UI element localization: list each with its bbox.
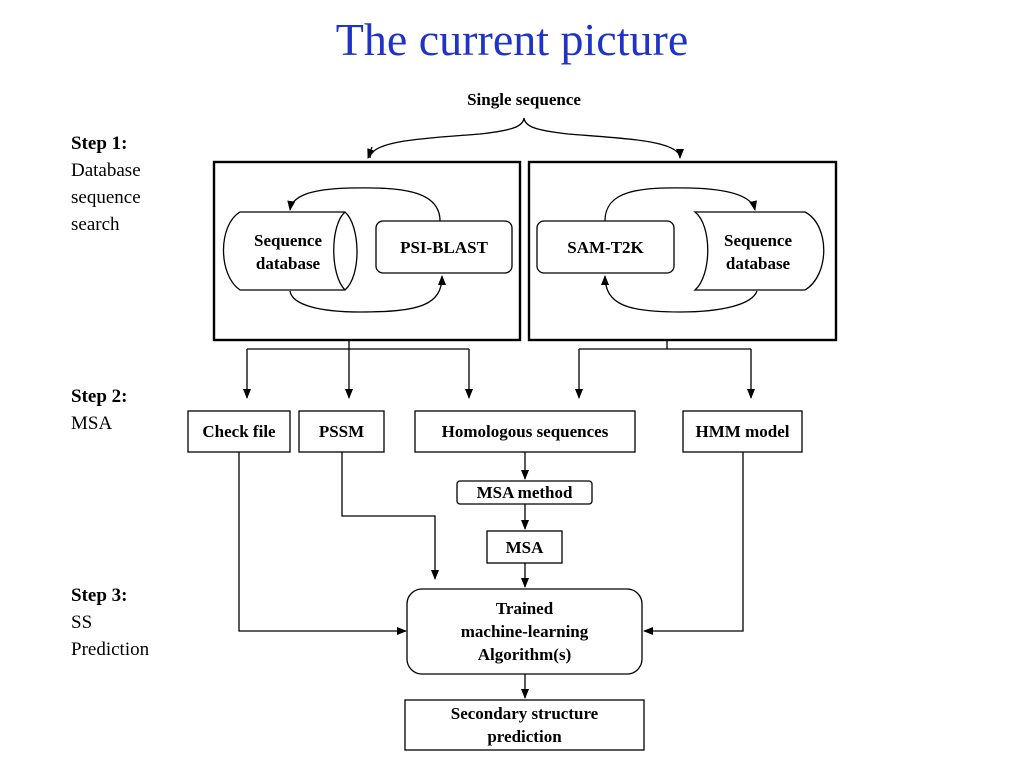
- top-brace: [369, 117, 684, 159]
- right-database-label: Sequence database: [706, 228, 810, 276]
- right-database-line: Sequence: [724, 231, 792, 250]
- psi-blast-box: [375, 220, 513, 274]
- step3-heading: Step 3:: [71, 585, 128, 606]
- step1-label: Step 1: Database sequence search: [71, 130, 141, 238]
- sam-t2k-panel: [527, 160, 838, 342]
- left-loop-top: [287, 187, 441, 222]
- step3-line: Prediction: [71, 639, 150, 660]
- left-database-line: database: [255, 254, 321, 273]
- pssm-label: PSSM: [318, 422, 365, 441]
- step1-line: search: [71, 214, 120, 235]
- step2-line: MSA: [71, 413, 113, 434]
- algorithm-label: Trained machine-learning Algorithm(s): [407, 589, 642, 674]
- algorithm-line: Trained: [495, 599, 554, 618]
- psi-blast-panel: [212, 160, 522, 342]
- output-line: prediction: [487, 727, 562, 746]
- output-label: Secondary structure prediction: [405, 700, 644, 750]
- algorithm-line: machine-learning: [460, 622, 589, 641]
- single-sequence-label: Single sequence: [467, 89, 581, 109]
- top-brace-left-arrow: [367, 146, 375, 159]
- step3-line: SS: [71, 612, 93, 633]
- output-box: [404, 699, 645, 751]
- step2-heading: Step 2:: [71, 386, 128, 407]
- right-loop-bottom: [601, 275, 758, 313]
- left-database-shape: [222, 211, 358, 291]
- step1-line: Database: [71, 160, 141, 181]
- psi-blast-label: PSI-BLAST: [400, 237, 488, 257]
- msa-label: MSA: [505, 537, 544, 557]
- right-database-line: database: [725, 254, 791, 273]
- step2-label: Step 2: MSA: [71, 383, 127, 437]
- step3-label: Step 3: SS Prediction: [71, 582, 149, 663]
- msa-method-label: MSA method: [476, 483, 573, 502]
- check-file-label: Check file: [202, 422, 276, 441]
- step1-heading: Step 1:: [71, 133, 128, 154]
- left-loop-bottom: [289, 275, 446, 313]
- right-loop-top: [604, 187, 758, 222]
- right-database-shape: [693, 211, 825, 291]
- left-database-label: Sequence database: [236, 228, 340, 276]
- output-line: Secondary structure: [450, 704, 599, 723]
- left-database-line: Sequence: [254, 231, 322, 250]
- hmm-model-label: HMM model: [695, 422, 790, 441]
- homologous-sequences-label: Homologous sequences: [441, 422, 609, 441]
- algorithm-line: Algorithm(s): [477, 645, 572, 664]
- sam-t2k-label: SAM-T2K: [567, 237, 644, 257]
- slide-title: The current picture: [335, 14, 689, 65]
- step1-line: sequence: [71, 187, 141, 208]
